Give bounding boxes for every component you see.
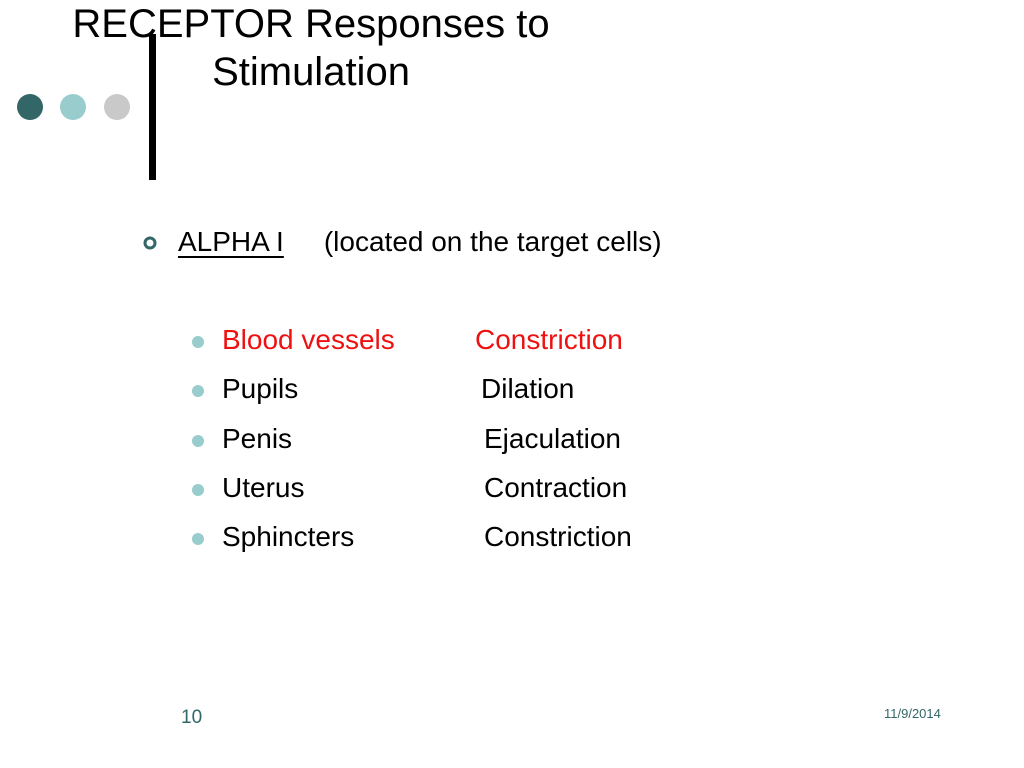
main-point-description: (located on the target cells) [323, 226, 662, 257]
title-divider [149, 34, 156, 180]
dot-bullet-icon [192, 434, 204, 447]
organ-label: Sphincters [222, 521, 355, 553]
response-label: Constriction [475, 324, 623, 355]
main-point: ALPHA I (located on the target cells) [178, 224, 662, 260]
response-label: Contraction [484, 471, 628, 503]
page-number: 10 [181, 707, 203, 728]
main-point-label: ALPHA I [178, 226, 284, 257]
dot-bullet-icon [192, 385, 204, 398]
response-label: Dilation [481, 373, 575, 405]
dot-bullet-icon [192, 533, 204, 546]
response-label: Ejaculation [484, 422, 621, 454]
slide-title: RECEPTOR Responses to Stimulation [0, 0, 721, 96]
dot-bullet-icon [192, 336, 204, 348]
slide-date: 11/9/2014 [884, 706, 941, 721]
organ-label: Uterus [222, 471, 305, 503]
organ-label: Pupils [222, 373, 299, 405]
organ-label: Blood vessels [222, 324, 395, 355]
dot-bullet-icon [192, 483, 204, 496]
title-line-1: RECEPTOR Responses to [72, 2, 550, 46]
response-label: Constriction [484, 521, 632, 553]
ring-bullet-icon [143, 236, 157, 250]
dark-dot-icon [17, 94, 43, 120]
gray-dot-icon [104, 94, 130, 120]
organ-label: Penis [222, 422, 293, 454]
teal-dot-icon [60, 94, 86, 120]
title-line-2: Stimulation [212, 50, 410, 94]
